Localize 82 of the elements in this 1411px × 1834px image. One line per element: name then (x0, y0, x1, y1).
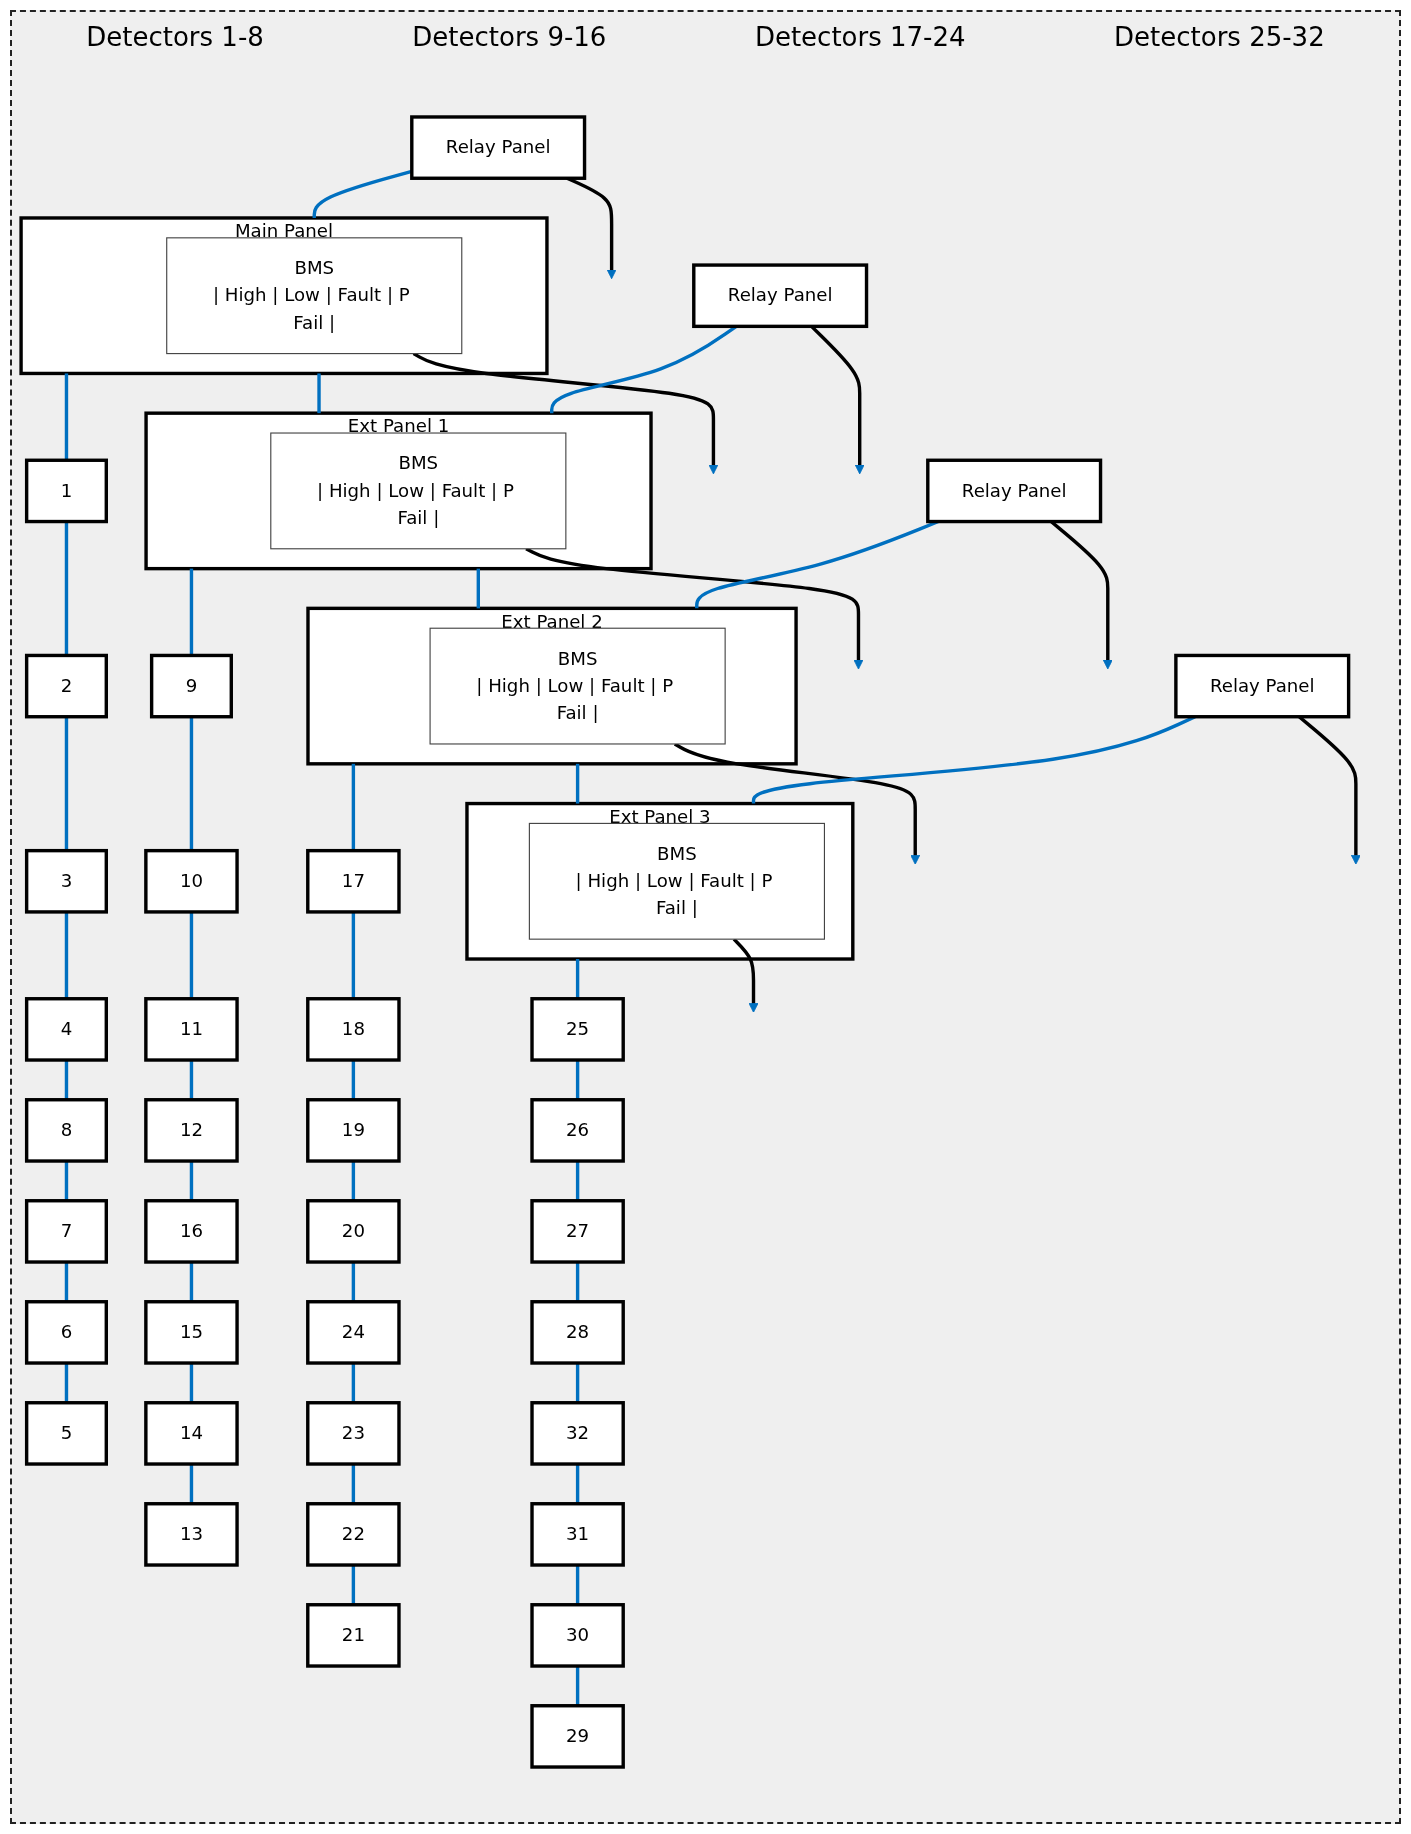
node-box: 16 (144, 1199, 239, 1264)
connector (317, 373, 321, 414)
connector (64, 521, 69, 656)
connector (575, 1565, 580, 1605)
node-box: 30 (530, 1603, 625, 1668)
connector (575, 959, 580, 999)
connector (575, 1464, 580, 1504)
node-box: 25 (530, 997, 625, 1062)
connector (64, 1060, 69, 1100)
node-box: 8 (24, 1098, 108, 1163)
connector (189, 1161, 194, 1201)
node-box: 9 (149, 653, 233, 719)
node-box: 23 (306, 1401, 401, 1466)
connector (189, 716, 194, 851)
connector (189, 1262, 194, 1302)
connector (189, 911, 194, 999)
connector (64, 716, 69, 851)
connector (575, 1666, 580, 1706)
connector (64, 373, 69, 461)
connector (189, 1060, 194, 1100)
group-heading: Detectors 1-8 (86, 22, 264, 52)
connector (575, 1161, 580, 1201)
connector (64, 1161, 69, 1201)
connector (189, 568, 194, 656)
group-heading: Detectors 9-16 (412, 22, 607, 52)
arrow (525, 547, 864, 670)
connector (64, 1262, 69, 1302)
node-box: BMS | High | Low | Fault | P Fail | (528, 822, 825, 940)
node-box: 3 (24, 848, 108, 914)
node-box: 15 (144, 1300, 239, 1365)
arrow (673, 742, 921, 865)
node-box: BMS | High | Low | Fault | P Fail | (270, 432, 567, 550)
node-box: 31 (530, 1502, 625, 1567)
connector (351, 1565, 356, 1605)
group-heading: Detectors 17-24 (754, 22, 966, 52)
connector (64, 1363, 69, 1403)
node-box: 14 (144, 1401, 239, 1466)
connector (575, 763, 580, 804)
node-box: 22 (306, 1502, 401, 1567)
node-box: 6 (24, 1300, 108, 1365)
connector (575, 1363, 580, 1403)
node-box: 24 (306, 1300, 401, 1365)
connector (189, 1464, 194, 1504)
connector (351, 1262, 356, 1302)
connector (575, 1262, 580, 1302)
group-heading: Detectors 25-32 (1114, 22, 1325, 52)
node-box: 11 (144, 997, 239, 1062)
node-box: Relay Panel (1174, 653, 1351, 719)
node-box: 2 (24, 653, 108, 719)
node-box: Relay Panel (692, 263, 869, 329)
node-box: 21 (306, 1603, 401, 1668)
node-box: 12 (144, 1098, 239, 1163)
node-box: 10 (144, 848, 239, 914)
connector (351, 1464, 356, 1504)
connector (575, 1060, 580, 1100)
connector (476, 568, 480, 609)
connector (351, 763, 356, 851)
node-box: 19 (306, 1098, 401, 1163)
node-box: 32 (530, 1401, 625, 1466)
node-box: BMS | High | Low | Fault | P Fail | (429, 627, 726, 745)
node-box: 18 (306, 997, 401, 1062)
node-box: Relay Panel (410, 115, 587, 180)
connector (351, 1060, 356, 1100)
connector (351, 911, 356, 999)
node-box: Relay Panel (926, 458, 1103, 524)
connector (351, 1161, 356, 1201)
connector (64, 911, 69, 999)
node-box: 26 (530, 1098, 625, 1163)
node-box: 17 (306, 848, 401, 914)
node-box: 4 (24, 997, 108, 1062)
connector (189, 1363, 194, 1403)
node-box: 7 (24, 1199, 108, 1264)
connector (351, 1363, 356, 1403)
arrow (412, 352, 719, 475)
node-box: 27 (530, 1199, 625, 1264)
node-box: 20 (306, 1199, 401, 1264)
node-box: 13 (144, 1502, 239, 1567)
node-box: 5 (24, 1401, 108, 1466)
node-box: BMS | High | Low | Fault | P Fail | (166, 237, 463, 355)
node-box: 29 (530, 1704, 625, 1769)
node-box: 28 (530, 1300, 625, 1365)
node-box: 1 (24, 458, 108, 524)
